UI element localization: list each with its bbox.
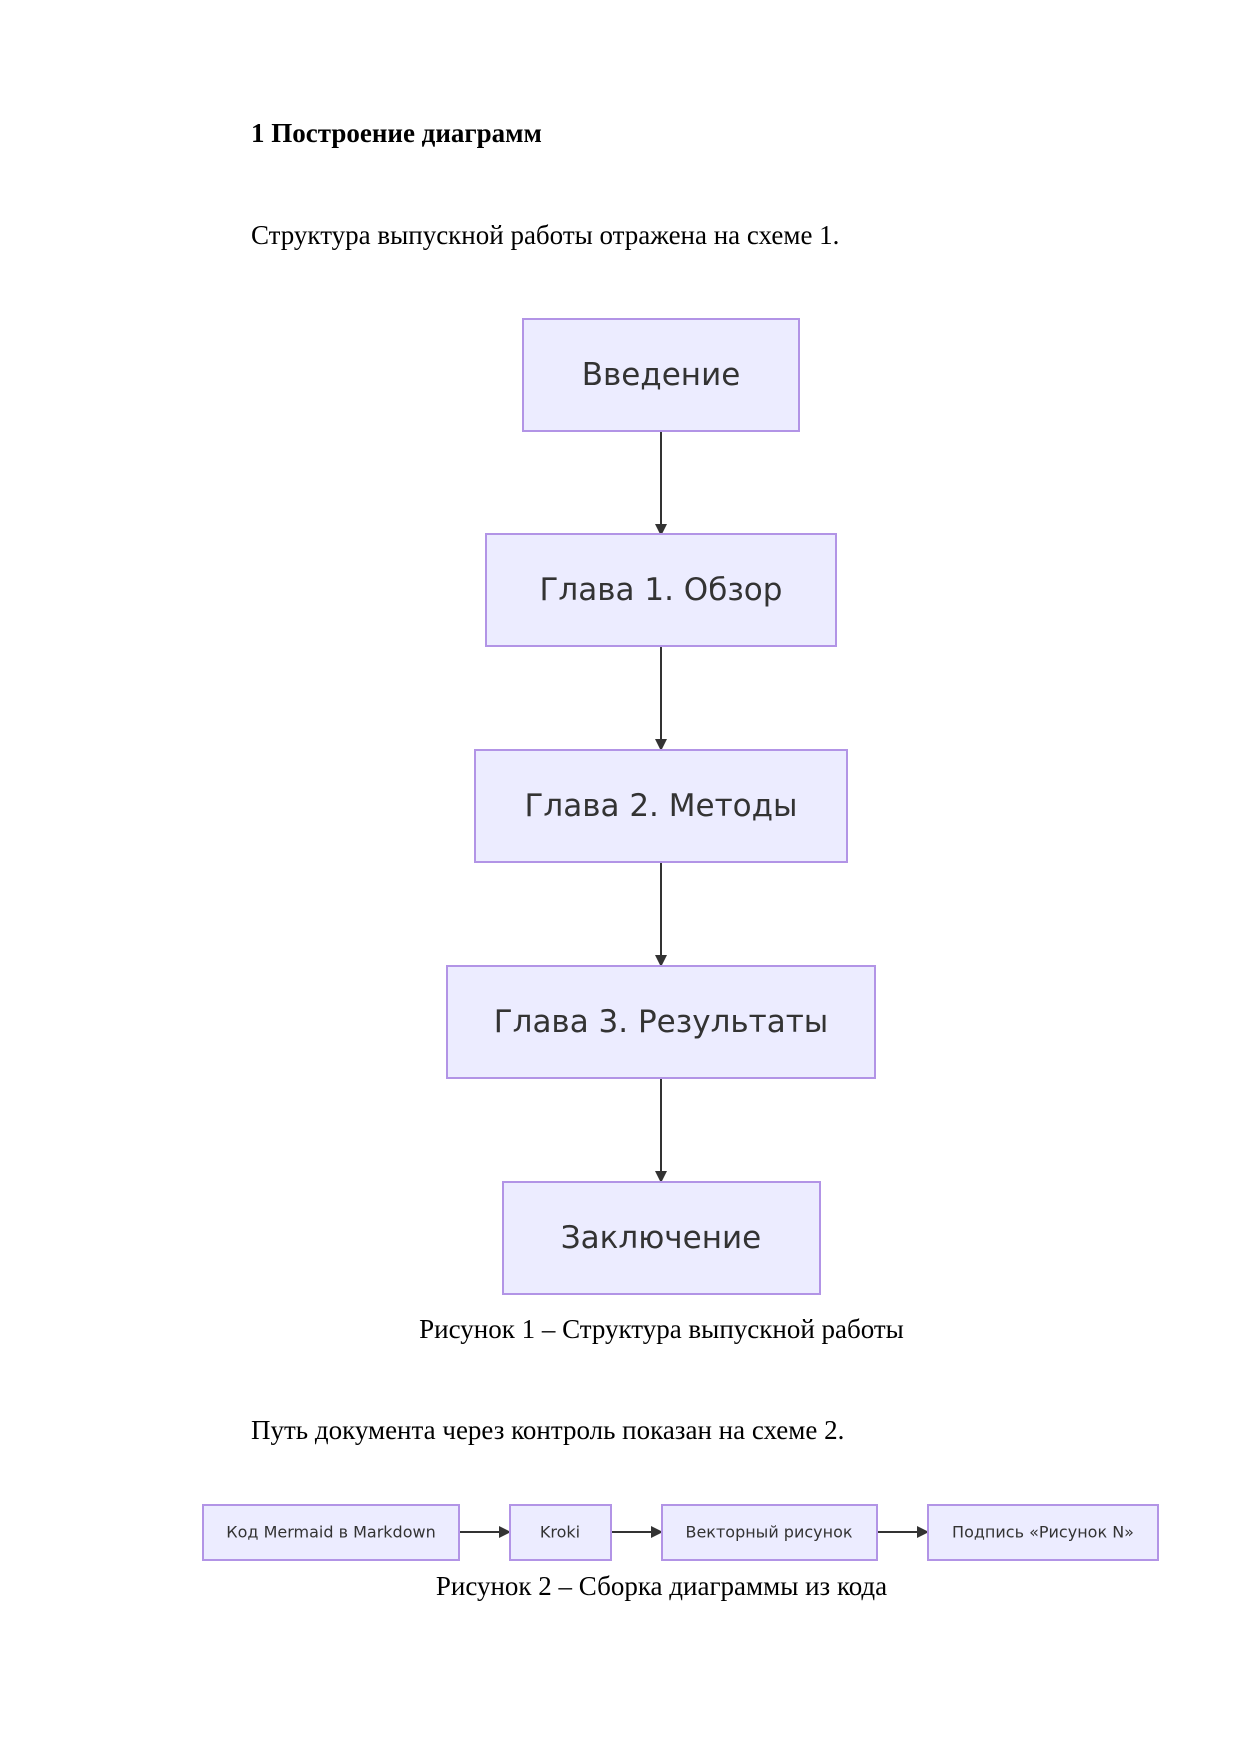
node-chapter-2-label: Глава 2. Методы bbox=[524, 788, 797, 824]
paragraph-intro-figure-2: Путь документа через контроль показан на… bbox=[251, 1415, 845, 1445]
node-kroki-label: Kroki bbox=[540, 1523, 580, 1542]
node-introduction-label: Введение bbox=[582, 357, 741, 393]
node-vector-image: Векторный рисунок bbox=[661, 1504, 878, 1561]
node-chapter-1: Глава 1. Обзор bbox=[485, 533, 837, 647]
node-conclusion: Заключение bbox=[502, 1181, 821, 1295]
node-chapter-3: Глава 3. Результаты bbox=[446, 965, 876, 1079]
node-conclusion-label: Заключение bbox=[561, 1220, 761, 1256]
figure-1-diagram: Введение Глава 1. Обзор Глава 2. Методы … bbox=[446, 318, 876, 1295]
node-kroki: Kroki bbox=[509, 1504, 612, 1561]
figure-2-caption: Рисунок 2 – Сборка диаграммы из кода bbox=[435, 1571, 888, 1601]
node-chapter-2: Глава 2. Методы bbox=[474, 749, 848, 863]
node-mermaid-code-label: Код Mermaid в Markdown bbox=[226, 1523, 435, 1542]
figure-1-caption: Рисунок 1 – Структура выпускной работы bbox=[419, 1314, 904, 1344]
paragraph-intro-figure-1: Структура выпускной работы отражена на с… bbox=[251, 220, 840, 250]
node-chapter-1-label: Глава 1. Обзор bbox=[540, 572, 783, 608]
node-caption-figure-n-label: Подпись «Рисунок N» bbox=[952, 1523, 1134, 1542]
node-vector-image-label: Векторный рисунок bbox=[685, 1523, 852, 1542]
node-caption-figure-n: Подпись «Рисунок N» bbox=[927, 1504, 1159, 1561]
node-introduction: Введение bbox=[522, 318, 800, 432]
section-heading: 1 Построение диаграмм bbox=[251, 118, 542, 148]
node-mermaid-code: Код Mermaid в Markdown bbox=[202, 1504, 460, 1561]
node-chapter-3-label: Глава 3. Результаты bbox=[494, 1004, 829, 1040]
figure-2-diagram: Код Mermaid в Markdown Kroki Векторный р… bbox=[202, 1504, 1159, 1561]
